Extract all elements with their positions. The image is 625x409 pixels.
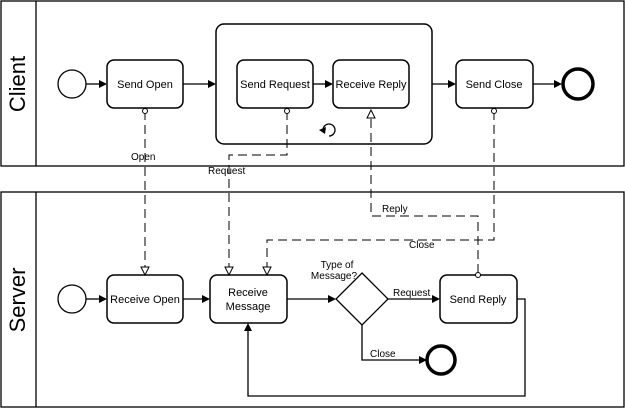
server-sequence-flows	[86, 295, 526, 397]
message-label-close: Close	[409, 240, 435, 251]
message-flow-open	[140, 108, 150, 277]
send-open-label: Send Open	[117, 79, 173, 91]
message-label-request: Request	[208, 166, 245, 177]
message-label-reply: Reply	[382, 204, 408, 215]
message-flow-reply	[366, 108, 481, 278]
flow-label-close: Close	[370, 349, 396, 360]
server-end-event-icon[interactable]	[425, 344, 457, 376]
message-flow-request	[224, 108, 290, 277]
message-flow-close	[262, 108, 497, 277]
send-request-task[interactable]: Send Request	[236, 59, 314, 109]
loop-marker-icon	[319, 123, 336, 137]
message-label-open: Open	[131, 152, 155, 163]
receive-reply-task[interactable]: Receive Reply	[332, 59, 410, 109]
client-sequence-flows	[86, 80, 562, 88]
server-start-event-icon[interactable]	[57, 284, 87, 314]
send-close-label: Send Close	[466, 79, 523, 91]
send-close-task[interactable]: Send Close	[455, 59, 534, 109]
server-pool-label: Server	[5, 268, 30, 333]
send-request-label: Send Request	[240, 79, 310, 91]
receive-message-label-line2: Message	[226, 301, 271, 313]
send-reply-task[interactable]: Send Reply	[439, 274, 518, 324]
gateway-label-line2: Message?	[311, 271, 358, 282]
receive-open-label: Receive Open	[110, 294, 180, 306]
client-start-event-icon[interactable]	[57, 69, 87, 99]
client-pool-label: Client	[5, 56, 30, 112]
flow-label-request: Request	[393, 288, 430, 299]
gateway-label-line1: Type of	[321, 260, 354, 271]
send-reply-label: Send Reply	[450, 294, 507, 306]
send-open-task[interactable]: Send Open	[106, 59, 184, 109]
receive-reply-label: Receive Reply	[336, 79, 407, 91]
receive-message-label-line1: Receive	[228, 287, 268, 299]
receive-message-task[interactable]: Receive Message	[209, 274, 288, 324]
receive-open-task[interactable]: Receive Open	[106, 274, 184, 324]
client-end-event-icon[interactable]	[561, 67, 595, 101]
